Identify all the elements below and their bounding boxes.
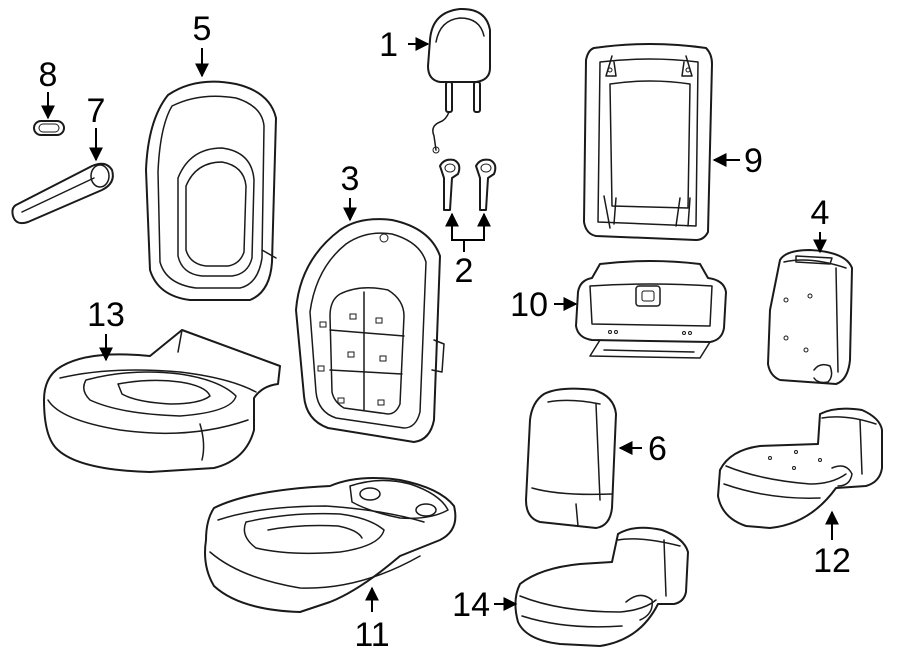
callout-10: 10 — [510, 286, 548, 324]
seatback-cover-icon — [145, 80, 277, 301]
cap-icon — [33, 120, 65, 136]
callout-7: 7 — [87, 92, 106, 130]
storage-tray-icon — [575, 260, 727, 359]
callout-11: 11 — [354, 616, 389, 654]
back-panel-icon — [583, 43, 713, 241]
callout-12: 12 — [813, 542, 851, 580]
seat-cushion-icon — [204, 477, 457, 613]
headrest-icon — [427, 7, 491, 154]
callout-13: 13 — [87, 296, 125, 334]
callout-6: 6 — [648, 430, 667, 468]
side-bolster-back-icon — [767, 249, 853, 385]
side-seatback-icon — [525, 387, 617, 529]
armrest-icon — [11, 162, 114, 225]
seatback-frame-icon — [295, 218, 445, 443]
cushion-cover-icon — [43, 329, 281, 473]
callout-labels: 1 2 3 4 5 6 7 8 9 10 11 12 13 14 — [39, 10, 851, 654]
side-cushion-icon — [717, 407, 883, 529]
callout-5: 5 — [193, 10, 212, 48]
callout-9: 9 — [744, 142, 763, 180]
callout-2: 2 — [455, 252, 474, 290]
callout-1: 1 — [379, 26, 398, 64]
callout-14: 14 — [452, 586, 490, 624]
callout-4: 4 — [811, 194, 830, 232]
leader-lines — [41, 37, 839, 612]
side-cushion-small-icon — [514, 526, 689, 647]
callout-8: 8 — [39, 56, 58, 94]
headrest-guide-icon — [439, 158, 497, 211]
callout-3: 3 — [341, 160, 360, 198]
